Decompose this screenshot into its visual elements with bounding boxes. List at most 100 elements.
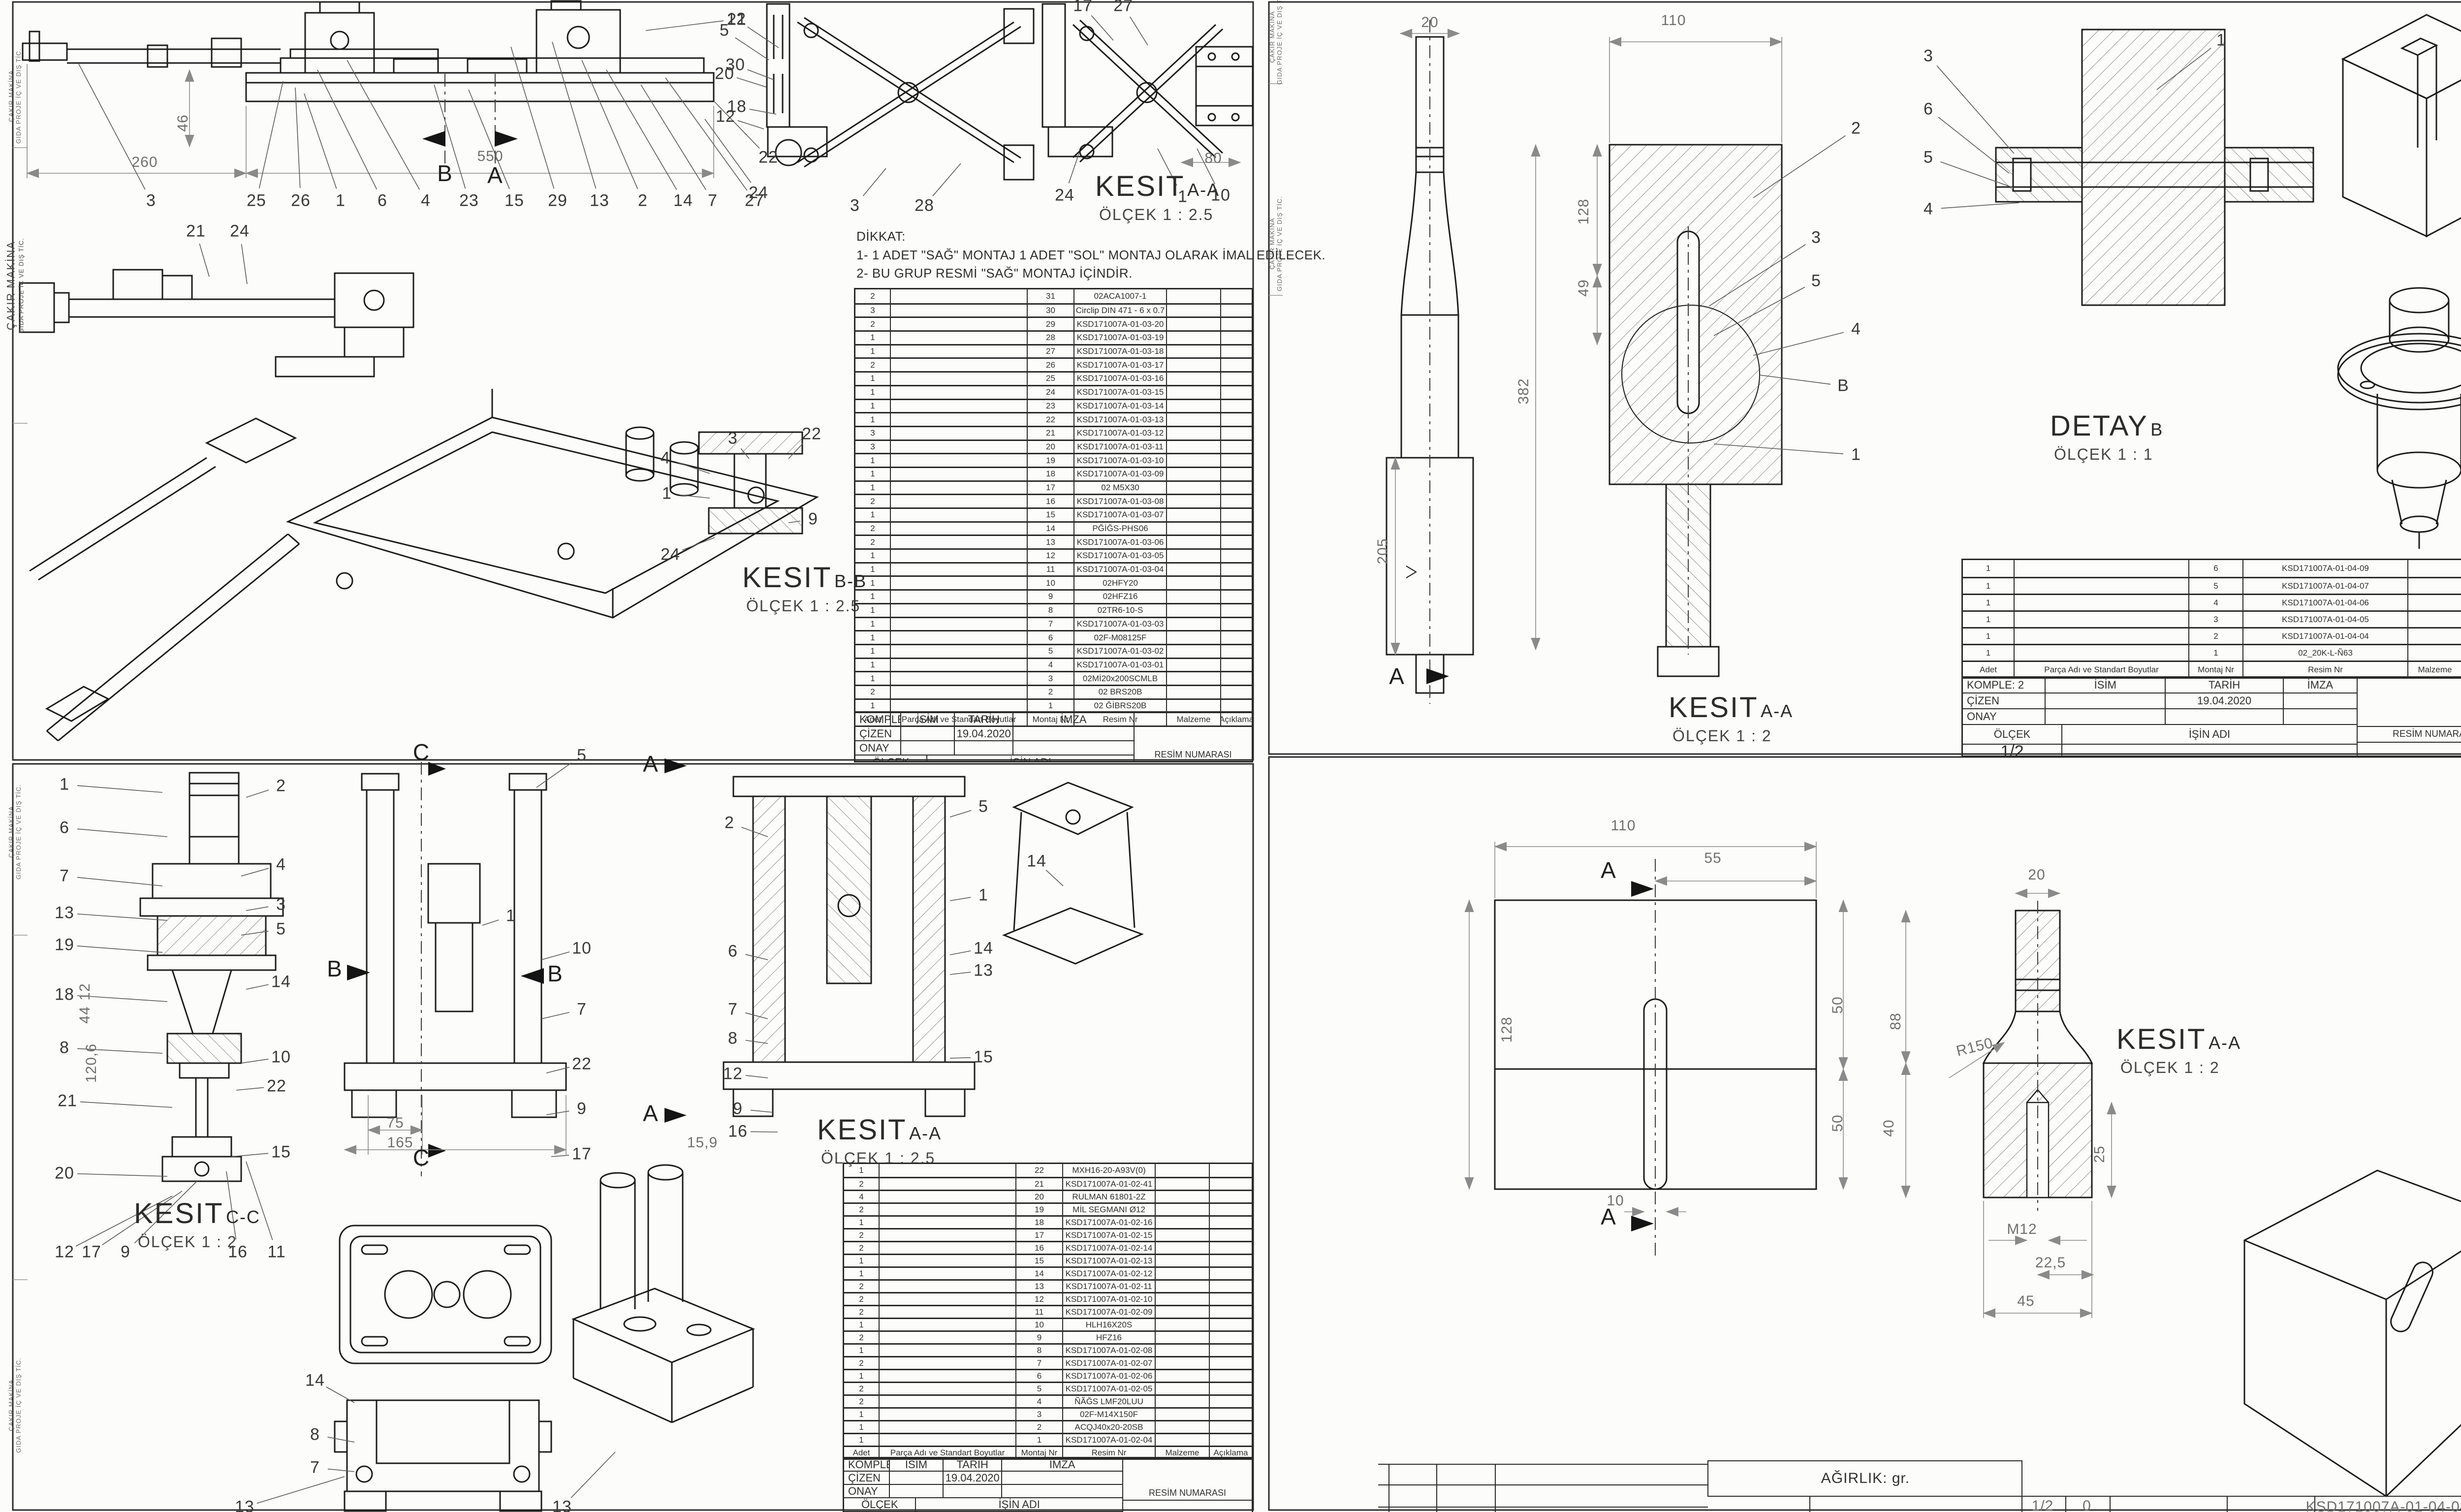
cizen-name (2046, 693, 2166, 708)
bom-cell (1210, 1164, 1252, 1177)
bom-cell: 1 (855, 453, 891, 467)
balloon-5: 5 (1811, 271, 1821, 290)
bom-cell (1210, 1215, 1252, 1228)
bom-cell: Adet (844, 1446, 880, 1458)
bom-cell (891, 412, 1028, 426)
bom-cell: 02HFZ16 (1074, 589, 1167, 603)
balloon-1: 1 (336, 191, 346, 210)
balloon-B: B (1837, 376, 1849, 395)
bom-cell: 1 (1963, 644, 2015, 661)
bom-cell (1167, 575, 1221, 590)
bom-cell: 02ACA1007-1 (1074, 289, 1167, 303)
bom-cell: 1 (844, 1318, 880, 1330)
bom-cell: 22 (1016, 1164, 1063, 1177)
bom-cell: 1 (855, 562, 891, 576)
bom-cell: 9 (1028, 589, 1074, 603)
bom-cell: KSD171007A-01-02-05 (1063, 1382, 1156, 1394)
balloon-2: 2 (725, 813, 734, 832)
bom-cell (1210, 1420, 1252, 1433)
bom-cell (1221, 643, 1252, 658)
bom-cell (1221, 535, 1252, 548)
bom-cell (880, 1343, 1016, 1356)
onay-label: ONAY (1963, 709, 2046, 724)
bom-cell: 3 (855, 303, 891, 317)
balloon-4: 4 (1924, 199, 1933, 219)
dimension-0: 0 (2082, 1498, 2091, 1512)
bom-cell: 1 (1963, 610, 2015, 627)
bom-cell (1156, 1407, 1210, 1420)
q2-title-block: KOMPLE: 2 İSİM TARİH İMZA ÇİZEN 19.04.20… (843, 1457, 1253, 1512)
balloon-10: 10 (572, 939, 592, 958)
bom-cell: 1 (855, 412, 891, 426)
bom-cell: 1 (855, 671, 891, 685)
bom-cell (891, 643, 1028, 658)
balloon-4: 4 (276, 855, 286, 874)
balloon-14: 14 (1027, 851, 1046, 871)
bom-cell (1156, 1228, 1210, 1241)
section-letter-B: B (327, 956, 343, 981)
bom-cell (1167, 643, 1221, 658)
margin-brand-text: ÇAKIR MAKİNA GIDA PROJE İÇ VE DIŞ TİC. (1268, 196, 1283, 291)
balloon-5: 5 (1924, 148, 1933, 167)
bom-cell: 3 (1028, 671, 1074, 685)
balloon-3: 3 (146, 191, 156, 210)
dikkat-note: DİKKAT: 1- 1 ADET "SAĞ" MONTAJ 1 ADET "S… (856, 229, 1326, 281)
bom-cell: 4 (1028, 657, 1074, 671)
bom-cell: 31 (1028, 289, 1074, 303)
dimension-20: 20 (1421, 14, 1439, 31)
bom-cell: 02 M5X30 (1074, 480, 1167, 494)
bom-cell (1167, 507, 1221, 521)
margin-brand-text: ÇAKIR MAKİNA GIDA PROJE İÇ VE DIŞ TİC. (5, 238, 25, 333)
isin-adi-label: İŞİN ADI (998, 1498, 1040, 1511)
bom-cell: 12 (1028, 548, 1074, 562)
balloon-7: 7 (708, 191, 718, 210)
balloon-24: 24 (230, 221, 250, 241)
brand-sub: GIDA PROJE İÇ VE DIŞ TİC. (15, 784, 22, 880)
bom-cell (891, 384, 1028, 399)
bom-cell: 18 (1016, 1215, 1063, 1228)
bom-cell: Adet (1963, 661, 2015, 677)
bom-cell (1167, 521, 1221, 535)
bom-cell (880, 1394, 1016, 1407)
bom-cell: 13 (1016, 1279, 1063, 1292)
bom-cell: KSD171007A-01-03-19 (1074, 330, 1167, 344)
bom-cell: KSD171007A-01-04-04 (2243, 627, 2408, 644)
bom-cell: KSD171007A-01-02-12 (1063, 1266, 1156, 1279)
bom-cell (1167, 316, 1221, 331)
bom-cell (1167, 480, 1221, 494)
section-letter-A: A (1601, 857, 1616, 883)
komple-label: KOMPLE: 2 (1963, 678, 2046, 693)
bom-cell (1221, 316, 1252, 330)
isim-label: İSİM (2046, 678, 2166, 693)
bom-cell: 1 (855, 371, 891, 385)
balloon-15: 15 (974, 1047, 993, 1067)
kesit-scale: ÖLÇEK 1 : 2 (2120, 1059, 2220, 1076)
imza-label: İMZA (1049, 1458, 1075, 1471)
cizen-name (890, 1472, 944, 1484)
balloon-13: 13 (235, 1497, 254, 1512)
bom-cell (891, 548, 1028, 562)
bom-cell: 1 (844, 1407, 880, 1420)
balloon-16: 16 (228, 1242, 248, 1261)
dimension-10: 10 (1607, 1193, 1624, 1209)
bom-cell (2015, 577, 2189, 594)
olcek-label: ÖLÇEK (855, 756, 928, 761)
bom-cell: 9 (1016, 1330, 1063, 1343)
bom-cell: HFZ16 (1063, 1330, 1156, 1343)
balloon-22: 22 (802, 424, 821, 443)
balloon-7: 7 (310, 1458, 320, 1477)
kesit-suffix: A-A (1187, 180, 1220, 200)
bom-cell: 2 (855, 535, 891, 549)
bom-cell: 1 (844, 1369, 880, 1382)
bom-cell (891, 398, 1028, 412)
balloon-8: 8 (728, 1029, 738, 1048)
bom-cell (1167, 684, 1221, 698)
bom-cell (1156, 1164, 1210, 1177)
isin-adi-label: İŞİN ADI (2188, 728, 2231, 740)
section-letter-A: A (643, 1101, 659, 1126)
dimension-120,6: 120,6 (83, 1043, 99, 1083)
bom-cell: 2 (855, 357, 891, 372)
